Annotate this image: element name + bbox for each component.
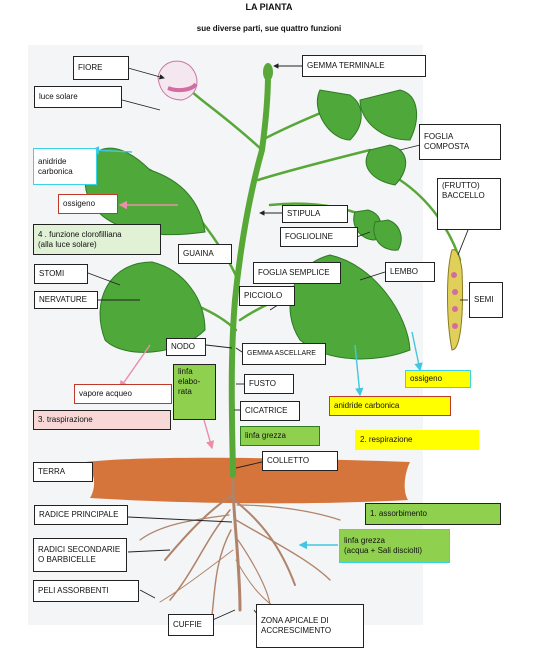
label-funzione-clorofilliana: 4 . funzione clorofilliana (alla luce so…: [33, 224, 161, 255]
soil: [86, 457, 410, 504]
label-nodo: NODO: [166, 338, 206, 356]
label-gemma-terminale: GEMMA TERMINALE: [302, 55, 426, 77]
roots: [139, 468, 341, 616]
pod: [447, 249, 463, 351]
label-semi: SEMI: [469, 282, 503, 318]
leaf-compound: [365, 144, 407, 186]
leaflet-2: [373, 219, 402, 251]
label-anidride-carbonica-out: anidride carbonica: [329, 396, 451, 416]
flower: [157, 60, 198, 101]
label-foglia-composta: FOGLIA COMPOSTA: [419, 124, 501, 160]
label-ossigeno-right: ossigeno: [405, 370, 471, 388]
label-peli-assorbenti: PELI ASSORBENTI: [33, 580, 139, 602]
label-fiore: FIORE: [73, 56, 129, 80]
label-luce-solare: luce solare: [34, 86, 122, 108]
label-cuffie: CUFFIE: [168, 614, 214, 636]
label-gemma-ascellare: GEMMA ASCELLARE: [242, 343, 326, 365]
label-assorbimento: 1. assorbimento: [365, 503, 501, 525]
label-colletto: COLLETTO: [262, 451, 338, 471]
label-guaina: GUAINA: [178, 244, 232, 264]
label-fogliolina: FOGLIOLINE: [280, 227, 358, 247]
label-linfa-elaborata: linfa elabo- rata: [173, 364, 216, 420]
label-ossigeno-top: ossigeno: [58, 194, 118, 214]
label-cicatrice: CICATRICE: [240, 401, 300, 421]
label-anidride-carbonica-in: anidride carbonica: [33, 148, 97, 185]
leaf-stomi: [99, 261, 206, 353]
label-vapore-acqueo: vapore acqueo: [74, 384, 172, 404]
page-title: LA PIANTA: [245, 2, 293, 12]
page-subtitle: sue diverse parti, sue quattro funzioni: [196, 24, 342, 33]
label-terra: TERRA: [33, 462, 93, 482]
label-nervature: NERVATURE: [34, 291, 98, 309]
leaf-top-right: [316, 89, 362, 141]
label-respirazione: 2. respirazione: [355, 430, 479, 450]
main-stem: [228, 72, 271, 478]
label-stipula: STIPULA: [282, 205, 348, 223]
label-frutto-baccello: (FRUTTO) BACCELLO: [437, 178, 501, 230]
label-linfa-grezza-acqua: linfa grezza (acqua + Sali disciolti): [339, 529, 450, 563]
label-lembo: LEMBO: [385, 262, 435, 282]
label-linfa-grezza: linfa grezza: [240, 426, 320, 446]
process-arrows: [90, 146, 423, 550]
terminal-bud: [263, 63, 273, 81]
label-radici-secondarie: RADICI SECONDARIE O BARBICELLE: [33, 538, 127, 572]
label-stomi: STOMI: [34, 264, 88, 284]
label-foglia-semplice: FOGLIA SEMPLICE: [253, 262, 341, 284]
label-radice-principale: RADICE PRINCIPALE: [34, 505, 128, 525]
label-traspirazione: 3. traspirazione: [33, 410, 171, 430]
label-picciolo: PICCIOLO: [239, 286, 295, 306]
label-zona-apicale: ZONA APICALE DI ACCRESCIMENTO: [256, 604, 364, 648]
leaf-top-right-2: [359, 89, 418, 141]
label-fusto: FUSTO: [244, 374, 294, 394]
